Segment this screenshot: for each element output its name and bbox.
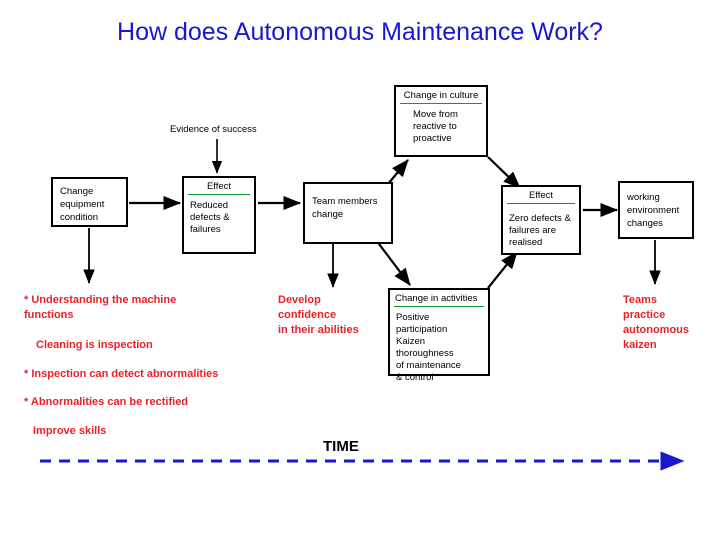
green-divider bbox=[400, 103, 482, 104]
arrow-culture-to-effect2 bbox=[487, 156, 521, 189]
green-divider bbox=[507, 203, 575, 204]
note-teams-practice-autonomous-kaizen: Teams practice autonomous kaizen bbox=[623, 294, 689, 351]
page-title: How does Autonomous Maintenance Work? bbox=[117, 18, 603, 46]
box-header: Effect bbox=[206, 181, 232, 192]
box-working-environment-changes[interactable]: working environment changes bbox=[618, 181, 694, 239]
note-understanding-machine-functions: * Understanding the machine functions bbox=[24, 294, 177, 321]
label-evidence-of-success: Evidence of success bbox=[170, 124, 257, 135]
box-body: Team members change bbox=[312, 196, 378, 220]
box-header: Change in activities bbox=[395, 293, 478, 304]
green-divider bbox=[188, 194, 250, 195]
box-effect-reduced-defects[interactable]: Effect Reduced defects & failures bbox=[182, 176, 256, 254]
box-header: Change in culture bbox=[403, 90, 479, 101]
box-change-in-culture[interactable]: Change in culture Move from reactive to … bbox=[394, 85, 488, 157]
box-change-in-activities[interactable]: Change in activities Positive participat… bbox=[388, 288, 490, 383]
box-effect-zero-defects[interactable]: Effect Zero defects & failures are reali… bbox=[501, 185, 581, 255]
box-header: Effect bbox=[528, 190, 554, 201]
box-body: Zero defects & failures are realised bbox=[509, 213, 571, 248]
box-body: Positive participation Kaizen thoroughne… bbox=[396, 312, 461, 383]
note-improve-skills: Improve skills bbox=[33, 425, 107, 437]
arrow-team-to-activities bbox=[375, 239, 411, 286]
box-team-members-change[interactable]: Team members change bbox=[303, 182, 393, 244]
box-body: Reduced defects & failures bbox=[190, 200, 230, 235]
arrow-activities-to-effect2 bbox=[487, 251, 518, 289]
box-body: working environment changes bbox=[627, 192, 680, 229]
note-inspection-detect-abnormalities: * Inspection can detect abnormalities bbox=[24, 368, 219, 380]
box-change-equipment-condition[interactable]: Change equipment condition bbox=[51, 177, 128, 227]
timeline-label: TIME bbox=[323, 438, 359, 455]
green-divider bbox=[394, 306, 484, 307]
note-develop-confidence: Develop confidence in their abilities bbox=[278, 294, 359, 336]
note-cleaning-is-inspection: Cleaning is inspection bbox=[36, 339, 153, 351]
box-body: Change equipment condition bbox=[60, 186, 105, 223]
note-abnormalities-rectified: * Abnormalities can be rectified bbox=[24, 396, 189, 408]
box-body: Move from reactive to proactive bbox=[413, 109, 458, 144]
